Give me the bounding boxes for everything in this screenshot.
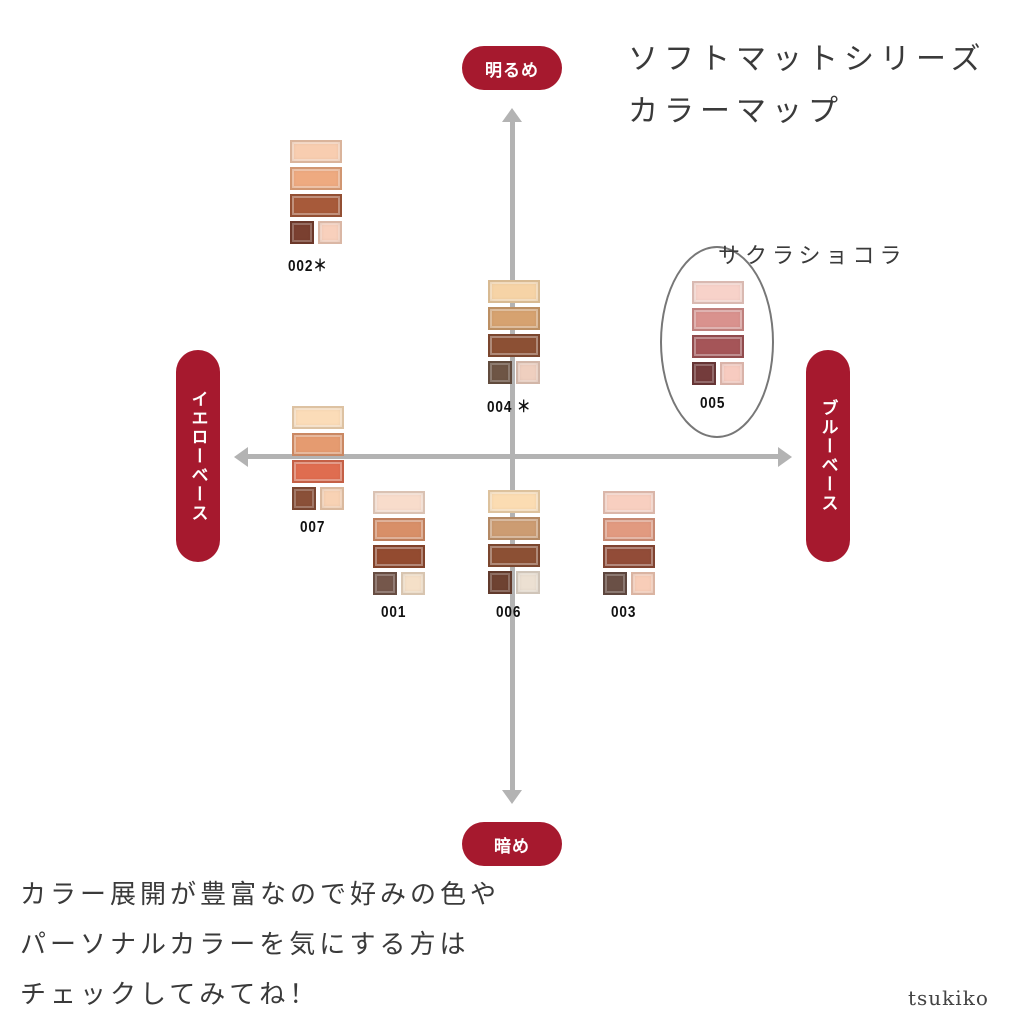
- palette-001: [373, 491, 425, 595]
- swatch-square: [720, 362, 744, 385]
- page-title: ソフトマットシリーズ カラーマップ: [628, 34, 987, 138]
- swatch-square: [516, 571, 540, 594]
- swatch-bar: [292, 406, 344, 429]
- swatch-square: [631, 572, 655, 595]
- swatch-bar: [488, 280, 540, 303]
- swatch-bar: [692, 335, 744, 358]
- palette-004: [488, 280, 540, 384]
- palette-003: [603, 491, 655, 595]
- swatch-square: [692, 362, 716, 385]
- swatch-bar: [373, 545, 425, 568]
- swatch-bar: [488, 490, 540, 513]
- swatch-bar: [373, 518, 425, 541]
- title-line-2: カラーマップ: [628, 94, 844, 129]
- swatch-bar: [290, 194, 342, 217]
- palette-number: 001: [381, 604, 407, 621]
- axis-label-yellow-base: イエローベース: [176, 350, 220, 562]
- swatch-bar: [290, 167, 342, 190]
- swatch-bar: [292, 433, 344, 456]
- swatch-square: [292, 487, 316, 510]
- arrow-up-icon: [502, 108, 522, 122]
- swatch-square: [318, 221, 342, 244]
- swatch-bar: [488, 544, 540, 567]
- highlight-oval: [660, 246, 774, 438]
- palette-005: [692, 281, 744, 385]
- swatch-bar: [603, 491, 655, 514]
- swatch-bar: [488, 334, 540, 357]
- palette-007: [292, 406, 344, 510]
- palette-006: [488, 490, 540, 594]
- swatch-bar: [290, 140, 342, 163]
- title-line-1: ソフトマットシリーズ: [628, 42, 987, 77]
- swatch-square: [516, 361, 540, 384]
- swatch-bar: [692, 281, 744, 304]
- swatch-bar: [692, 308, 744, 331]
- palette-number: 005: [700, 395, 726, 412]
- highlight-label: サクラショコラ: [718, 244, 907, 269]
- axis-label-blue-base: ブルーベース: [806, 350, 850, 562]
- swatch-bar: [488, 517, 540, 540]
- note-line-3: チェックしてみてね！: [20, 980, 320, 1010]
- swatch-bar: [488, 307, 540, 330]
- swatch-bar: [292, 460, 344, 483]
- palette-002: [290, 140, 342, 244]
- note-line-1: カラー展開が豊富なので好みの色や: [20, 880, 501, 910]
- credit: tsukiko: [908, 986, 989, 1010]
- arrow-right-icon: [778, 447, 792, 467]
- swatch-square: [401, 572, 425, 595]
- swatch-square: [373, 572, 397, 595]
- palette-number: 004 ＊: [487, 399, 532, 416]
- vertical-axis: [510, 120, 515, 798]
- swatch-square: [320, 487, 344, 510]
- note-line-2: パーソナルカラーを気にする方は: [20, 930, 470, 960]
- arrow-left-icon: [234, 447, 248, 467]
- swatch-bar: [373, 491, 425, 514]
- arrow-down-icon: [502, 790, 522, 804]
- note-text: カラー展開が豊富なので好みの色や パーソナルカラーを気にする方は チェックしてみ…: [20, 870, 500, 1020]
- palette-number: 003: [611, 604, 637, 621]
- swatch-square: [488, 361, 512, 384]
- horizontal-axis: [246, 454, 780, 459]
- palette-number: 007: [300, 519, 326, 536]
- swatch-square: [290, 221, 314, 244]
- palette-number: 006: [496, 604, 522, 621]
- axis-label-bright: 明るめ: [462, 46, 562, 90]
- swatch-bar: [603, 518, 655, 541]
- palette-number: 002＊: [288, 258, 328, 275]
- axis-label-dark: 暗め: [462, 822, 562, 866]
- swatch-bar: [603, 545, 655, 568]
- swatch-square: [488, 571, 512, 594]
- swatch-square: [603, 572, 627, 595]
